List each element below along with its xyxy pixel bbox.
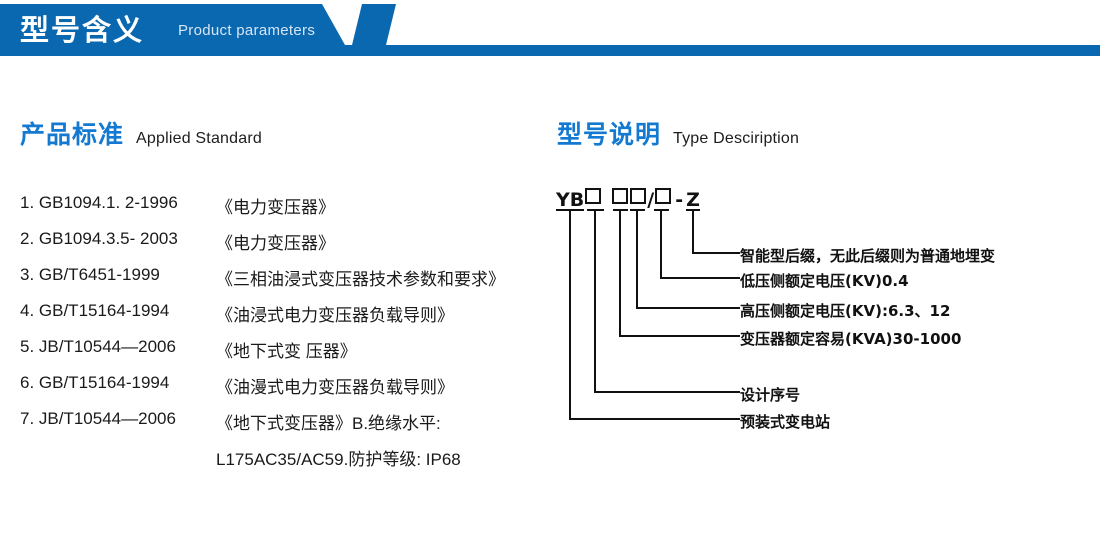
elbow-prefab-substation <box>569 210 740 420</box>
standard-name: 《三相油浸式变压器技术参数和要求》 <box>216 270 505 289</box>
list-item: 3. GB/T6451-1999 《三相油浸式变压器技术参数和要求》 <box>20 265 550 301</box>
code-suffix-z: Z <box>686 189 700 211</box>
standard-code: 5. JB/T10544—2006 <box>20 337 176 356</box>
code-separator-slash: / <box>647 189 655 211</box>
section-title-applied-standard: 产品标准 Applied Standard <box>20 115 262 151</box>
header-accent-wedge <box>352 4 396 45</box>
standards-list: 1. GB1094.1. 2-1996 《电力变压器》 2. GB1094.3.… <box>20 193 550 481</box>
list-item: 6. GB/T15164-1994 《油漫式电力变压器负载导则》 <box>20 373 550 409</box>
list-item: 4. GB/T15164-1994 《油浸式电力变压器负载导则》 <box>20 301 550 337</box>
diagram-label-prefab-substation: 预装式变电站 <box>740 413 831 431</box>
standard-code: 6. GB/T15164-1994 <box>20 373 170 392</box>
elbow-high-voltage <box>636 210 740 309</box>
list-item: 5. JB/T10544—2006 《地下式变 压器》 <box>20 337 550 373</box>
standard-name: 《地下式变 压器》 <box>216 342 357 361</box>
section-title-cn: 型号说明 <box>557 120 662 149</box>
header-title-cn: 型号含义 <box>20 13 145 47</box>
standard-continuation-line: L175AC35/AC59.防护等级: IP68 <box>216 450 461 469</box>
standard-code: 2. GB1094.3.5- 2003 <box>20 229 178 248</box>
elbow-capacity <box>619 210 740 337</box>
code-prefix-yb: YB <box>556 189 585 211</box>
list-item: 1. GB1094.1. 2-1996 《电力变压器》 <box>20 193 550 229</box>
model-code-string: YB /-Z <box>556 188 700 211</box>
header-underline-rule <box>0 45 1100 56</box>
section-title-en: Applied Standard <box>136 130 262 147</box>
code-box-1 <box>585 188 602 204</box>
section-title-type-description: 型号说明 Type Desciription <box>557 115 799 151</box>
code-box-2 <box>612 188 629 204</box>
diagram-label-high-voltage: 高压侧额定电压(KV):6.3、12 <box>740 302 951 320</box>
type-designation-diagram: YB/-Z 智能型后缀，无此后缀则为普通地埋变 低压侧额定电压(KV <box>540 185 1085 435</box>
diagram-label-smart-suffix: 智能型后缀，无此后缀则为普通地埋变 <box>740 247 996 265</box>
standard-name: 《电力变压器》 <box>216 198 335 217</box>
standard-name: 《地下式变压器》B.绝缘水平: <box>216 414 441 433</box>
standard-code: 4. GB/T15164-1994 <box>20 301 170 320</box>
code-dash: - <box>675 189 684 211</box>
section-title-en: Type Desciription <box>673 130 800 147</box>
standard-name: 《油漫式电力变压器负载导则》 <box>216 378 454 397</box>
section-title-cn: 产品标准 <box>20 120 125 149</box>
elbow-suffix-z <box>692 210 740 254</box>
code-box-3 <box>630 188 647 204</box>
leader-line-graphic <box>556 209 740 420</box>
standard-code: 7. JB/T10544—2006 <box>20 409 176 428</box>
elbow-design-serial <box>594 210 740 393</box>
standard-code: 1. GB1094.1. 2-1996 <box>20 193 178 212</box>
code-box-4 <box>655 188 672 204</box>
page-header: 型号含义 Product parameters <box>0 0 1100 56</box>
elbow-low-voltage <box>660 210 740 279</box>
standard-code: 3. GB/T6451-1999 <box>20 265 160 284</box>
header-title-en: Product parameters <box>178 22 316 39</box>
standard-name: 《油浸式电力变压器负载导则》 <box>216 306 454 325</box>
header-banner-shape <box>0 4 345 45</box>
diagram-label-low-voltage: 低压侧额定电压(KV)0.4 <box>740 272 909 290</box>
diagram-label-rated-capacity: 变压器额定容易(KVA)30-1000 <box>740 330 962 348</box>
diagram-label-design-serial: 设计序号 <box>740 386 801 404</box>
list-item: 7. JB/T10544—2006 《地下式变压器》B.绝缘水平: <box>20 409 550 445</box>
list-item: 2. GB1094.3.5- 2003 《电力变压器》 <box>20 229 550 265</box>
standard-name: 《电力变压器》 <box>216 234 335 253</box>
